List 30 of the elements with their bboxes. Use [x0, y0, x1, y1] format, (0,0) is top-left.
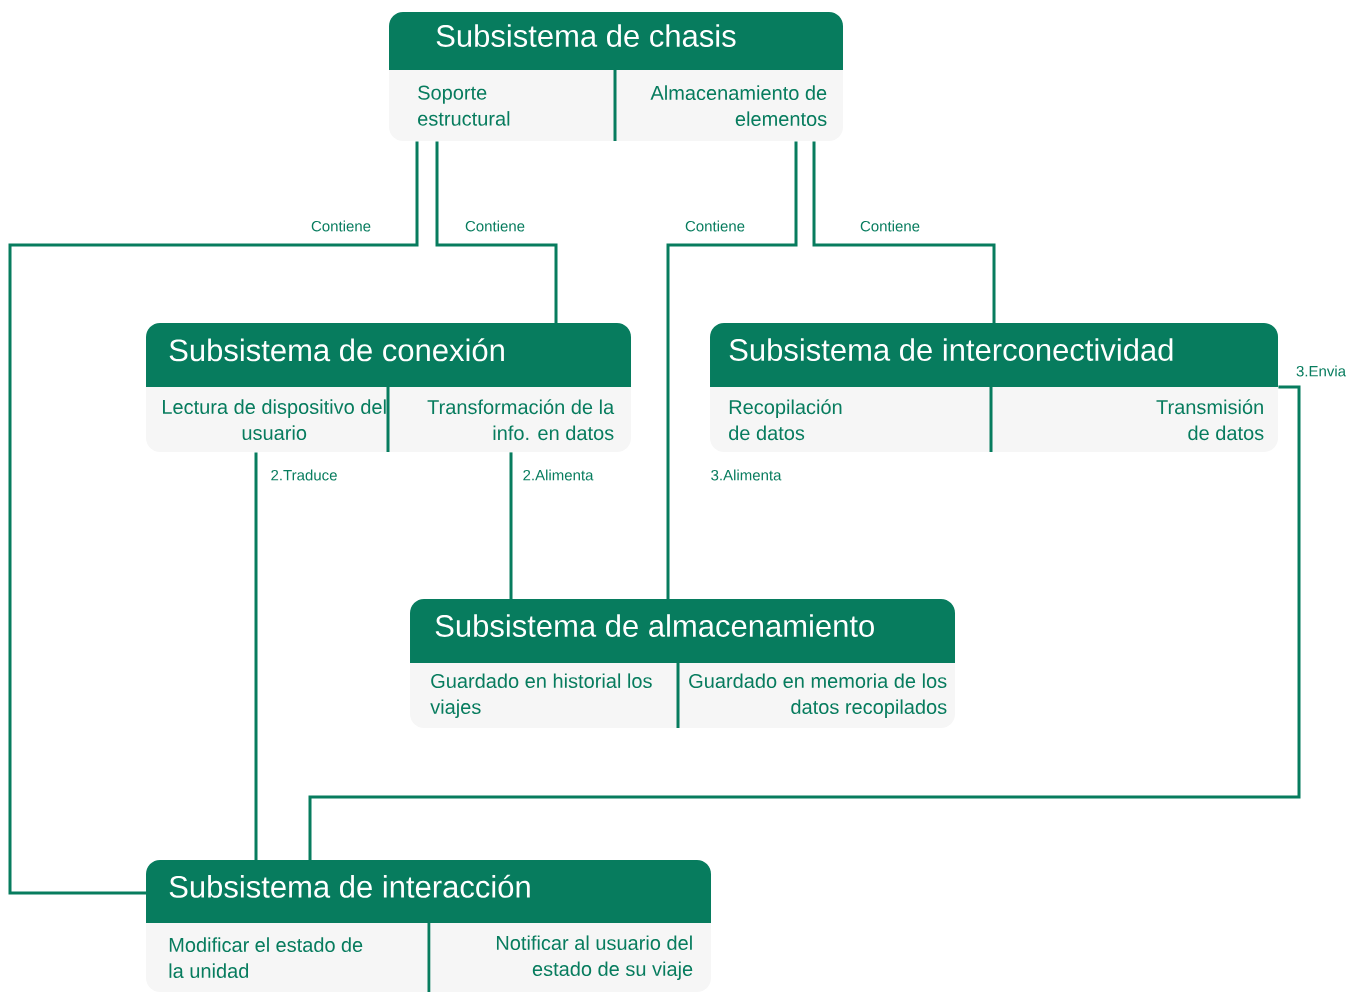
connector-line [435, 141, 558, 323]
cell-text: Soporte estructural [418, 85, 510, 126]
connector-line [8, 141, 419, 895]
edge-label: 2.Traduce [269, 468, 339, 482]
cell-text: Recopilación de datos [729, 399, 842, 441]
node-label: Subsistema de interconectividad [729, 338, 1173, 361]
cell-text: Guardado en memoria de los datos recopilados [689, 673, 947, 718]
cell-text: Transformación de la info. en datos [427, 399, 615, 441]
edge-label: Contiene [683, 219, 747, 233]
connector-line [254, 452, 258, 860]
connector-line [666, 141, 798, 599]
connector-line [308, 385, 1301, 860]
edge-label: 2.Alimenta [521, 468, 595, 482]
node-label: Subsistema de chasis [436, 24, 736, 47]
cell-text: Modificar el estado de la unidad [169, 937, 363, 979]
node-label: Subsistema de conexión [169, 338, 504, 362]
cell-text: Almacenamiento de elementos [650, 85, 827, 127]
edge-label: Contiene [858, 219, 922, 233]
cell-text: Guardado en historial los viajes [430, 673, 652, 718]
edge-label: Contiene [309, 219, 373, 233]
node-label: Subsistema de interacción [169, 874, 530, 898]
edge-label: Contiene [463, 219, 527, 233]
cell-text: Notificar al usuario del estado de su viaje [497, 935, 693, 980]
cell-text: Lectura de dispositivo del usuario [163, 399, 386, 441]
connector-line [509, 452, 513, 599]
node-label: Subsistema de almacenamiento [435, 614, 874, 637]
cell-text: Transmisión de datos [1156, 399, 1264, 441]
connector-line [812, 141, 996, 323]
edge-label: 3.Envia [1294, 364, 1348, 378]
line-label: 3.Alimenta [709, 468, 783, 482]
